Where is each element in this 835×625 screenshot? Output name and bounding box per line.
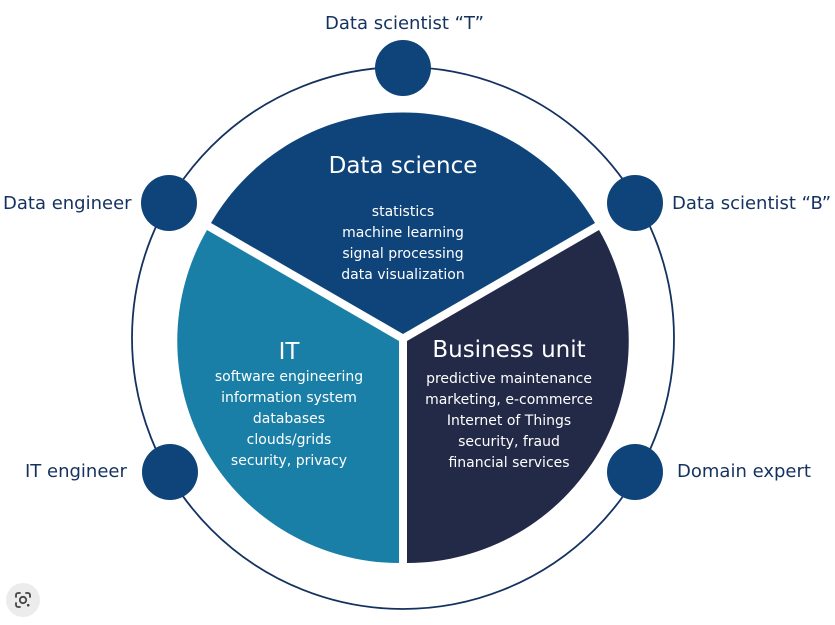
role-label-domain-expert: Domain expert — [677, 461, 811, 482]
segment-line: software engineering — [215, 369, 363, 385]
segment-line: databases — [253, 411, 325, 427]
segment-line: data visualization — [341, 267, 464, 283]
role-node-lower-left — [142, 444, 198, 500]
segment-line: marketing, e-commerce — [425, 392, 593, 408]
segment-it: IT software engineering information syst… — [177, 230, 399, 563]
segment-business-unit-shape — [407, 230, 629, 563]
segment-business-unit: Business unit predictive maintenance mar… — [407, 230, 629, 563]
google-lens-icon — [15, 592, 31, 608]
segment-line: financial services — [448, 455, 569, 471]
segment-line: machine learning — [342, 225, 464, 241]
segment-it-shape — [177, 230, 399, 563]
segment-title: Data science — [329, 153, 478, 179]
segment-line: signal processing — [342, 246, 463, 262]
segment-title: Business unit — [432, 337, 585, 363]
segment-line: statistics — [372, 204, 434, 220]
segment-line: security, fraud — [458, 434, 560, 450]
role-label-it-engineer: IT engineer — [25, 461, 127, 482]
role-node-upper-right — [607, 175, 663, 231]
segment-line: predictive maintenance — [426, 371, 592, 387]
role-node-upper-left — [141, 175, 197, 231]
segment-line: security, privacy — [231, 453, 347, 469]
role-label-data-engineer: Data engineer — [3, 193, 132, 214]
lens-search-button[interactable] — [6, 583, 40, 617]
role-label-data-scientist-b: Data scientist “B” — [672, 193, 832, 214]
segment-data-science-shape — [211, 112, 595, 334]
segment-line: clouds/grids — [247, 432, 332, 448]
role-label-data-scientist-t: Data scientist “T” — [325, 13, 484, 34]
segment-data-science: Data science statistics machine learning… — [211, 112, 595, 334]
role-node-top — [375, 40, 431, 96]
role-node-lower-right — [607, 444, 663, 500]
segment-line: Internet of Things — [447, 413, 571, 429]
segment-title: IT — [279, 339, 301, 365]
segment-line: information system — [221, 390, 357, 406]
